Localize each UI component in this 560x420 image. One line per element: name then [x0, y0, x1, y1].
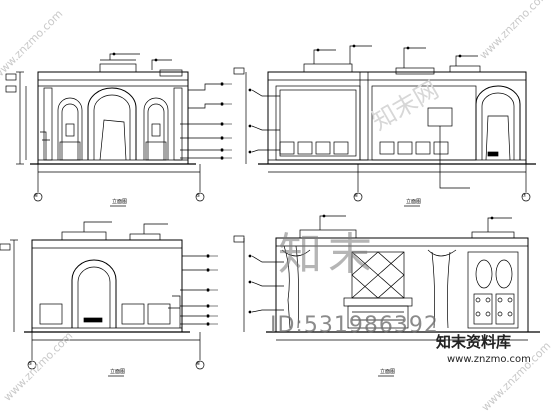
elevation-d [233, 214, 540, 377]
elevation-c-axis-left-label: ⑤ [28, 361, 33, 367]
elevation-a-center-arch [87, 87, 137, 160]
elevation-a-axis-left [33, 192, 43, 202]
elevation-c-caption: 立面图 [110, 369, 126, 375]
elevation-d-door [467, 251, 519, 329]
elevation-a-axis-left-label: ⑥ [34, 193, 39, 199]
elevation-b-axis-left-label: ⑥ [354, 193, 359, 199]
elevation-b [233, 44, 536, 207]
elevation-a-axis-right [195, 192, 205, 202]
elevation-c-axis-left [27, 360, 37, 370]
elevation-d-caption: 立面图 [380, 369, 396, 375]
elevation-a [5, 52, 232, 207]
elevation-b-axis-right-label: ⑦ [522, 193, 527, 199]
elevation-b-door-arch [475, 85, 521, 160]
elevation-b-axis-left [353, 192, 363, 202]
elevation-a-axis-right-label: ⑤ [196, 193, 201, 199]
elevation-b-axis-right [521, 192, 531, 202]
elevation-a-caption: 立面图 [112, 199, 128, 205]
elevation-c-axis-right [195, 360, 205, 370]
elevation-b-caption: 立面图 [406, 199, 422, 205]
elevation-c-axis-right-label: ⑥ [196, 361, 201, 367]
elevation-a-right-arch [143, 97, 169, 160]
elevation-a-left-arch [57, 97, 83, 160]
elevation-c [0, 221, 218, 377]
elevation-c-arch [71, 259, 117, 328]
elevation-c-frame [31, 239, 183, 333]
